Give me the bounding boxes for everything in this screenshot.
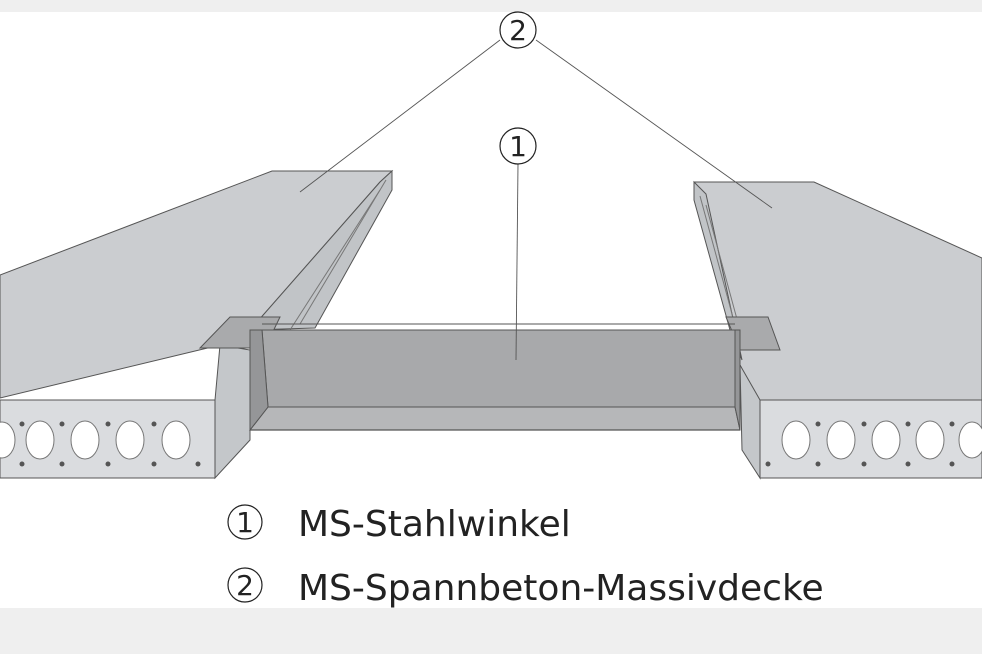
left-slab-tendons (19, 421, 201, 467)
callout-1-number: 1 (509, 130, 527, 163)
left-slab-side (214, 344, 251, 480)
legend-item-1-label: MS-Stahlwinkel (298, 504, 571, 545)
legend-item-1-number: 1 (236, 506, 254, 539)
left-hollowcore-slab (0, 169, 394, 480)
steel-left-wall (249, 329, 269, 432)
callout-2: 2 (499, 11, 537, 49)
right-slab-cores (781, 420, 982, 460)
left-slab-face (0, 399, 216, 479)
legend: 1 MS-Stahlwinkel 2 MS-Spannbeton-Massivd… (227, 504, 824, 609)
leader-lines (299, 39, 773, 361)
right-slab-tendons (765, 421, 955, 467)
legend-item-2-number: 2 (236, 569, 254, 602)
steel-angle-beam (198, 316, 781, 432)
left-slab-cores (0, 420, 191, 460)
leader-2-left (299, 39, 501, 193)
left-slab-joint-profile (248, 169, 393, 331)
legend-item-2-label: MS-Spannbeton-Massivdecke (298, 568, 824, 609)
steel-back-wall (261, 329, 736, 408)
callout-2-number: 2 (509, 14, 527, 47)
steel-bottom (248, 406, 741, 431)
callout-1: 1 (499, 127, 537, 165)
leader-1 (515, 163, 519, 361)
leader-2-right (535, 39, 773, 209)
legend-item-1: 1 MS-Stahlwinkel (227, 504, 571, 545)
legend-item-2: 2 MS-Spannbeton-Massivdecke (227, 567, 824, 609)
